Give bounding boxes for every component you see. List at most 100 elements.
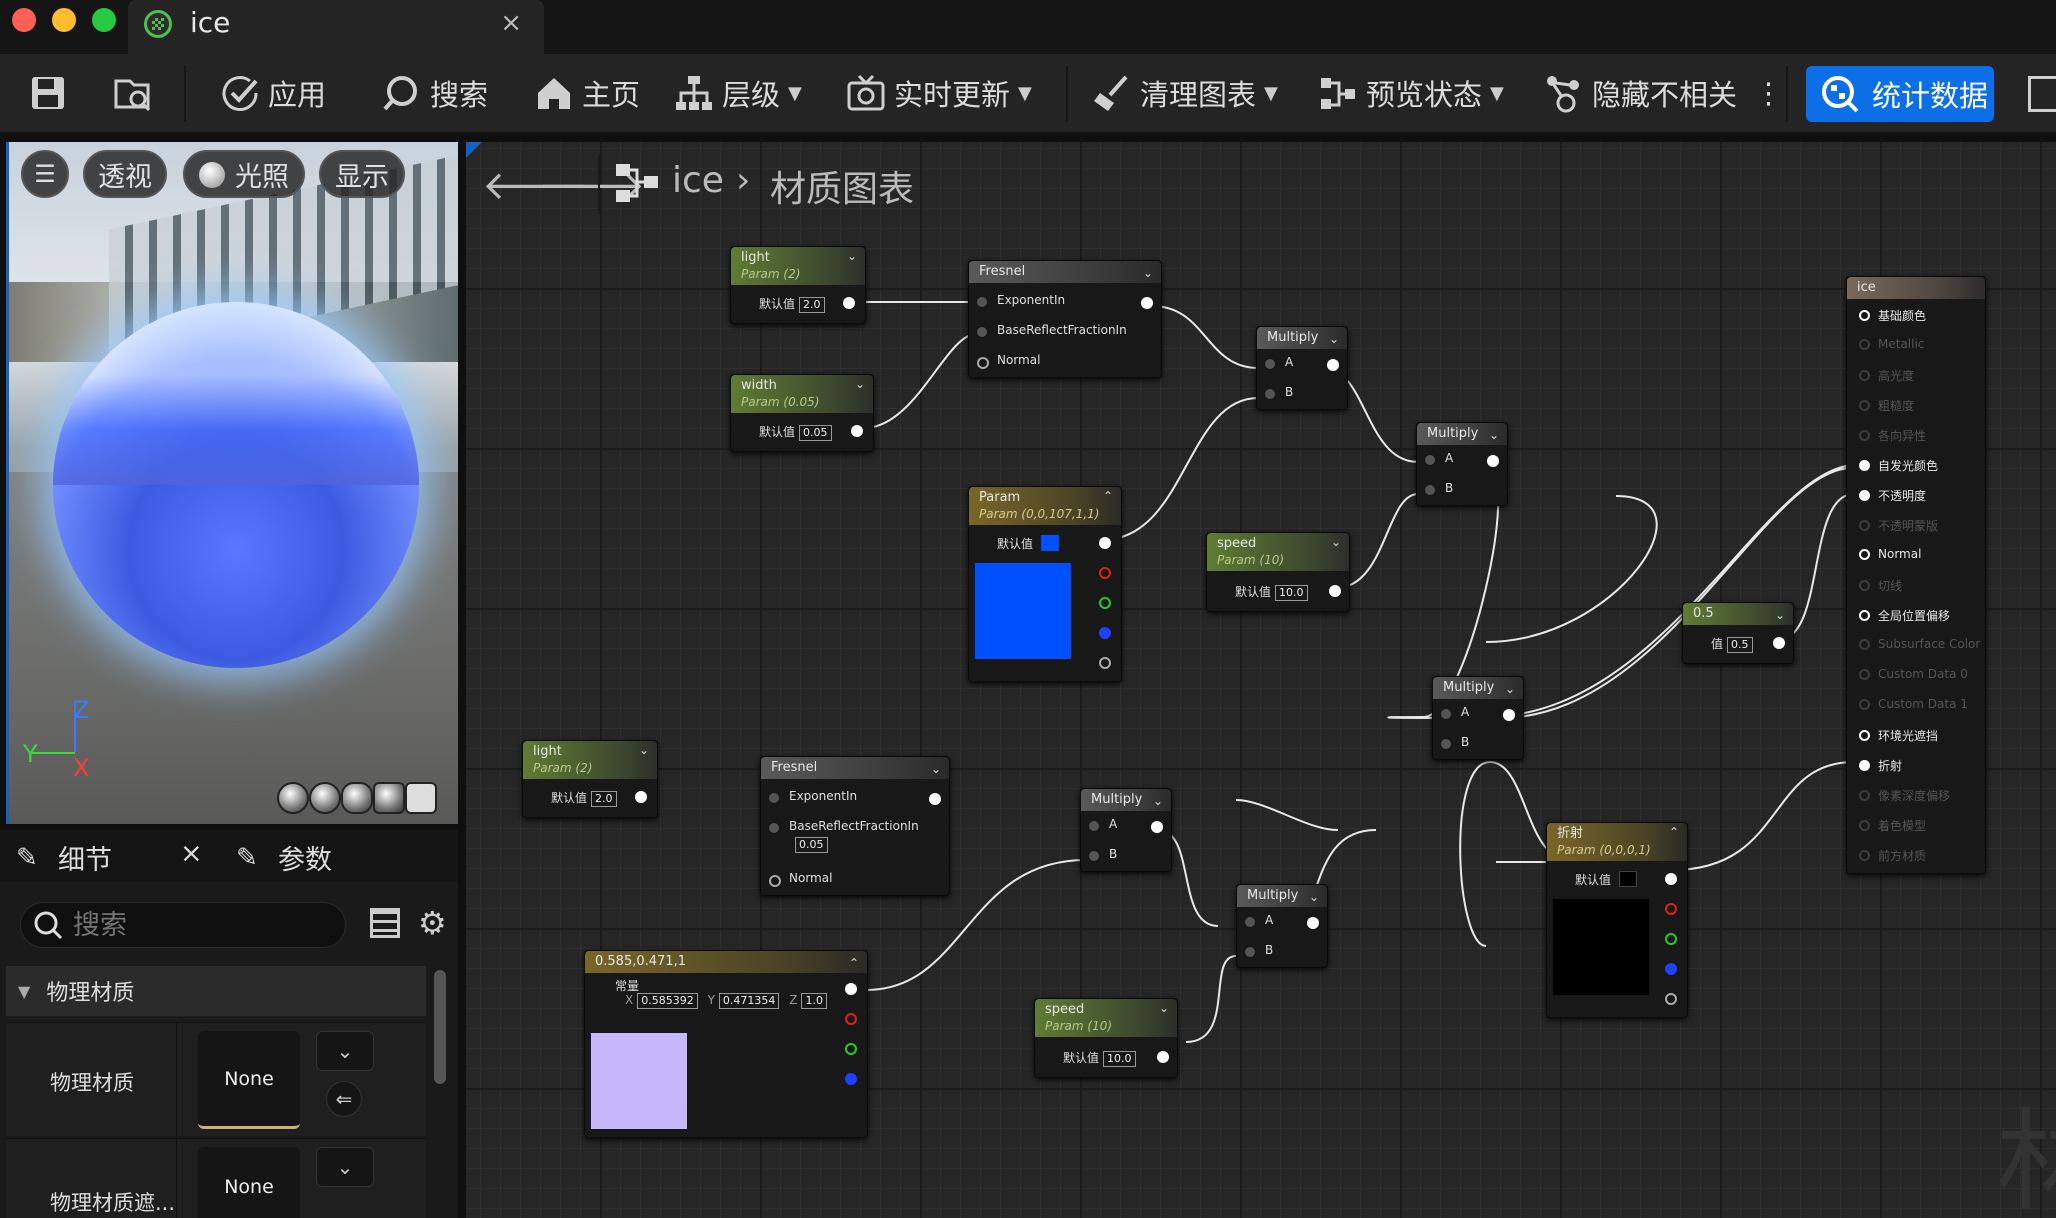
input-pin[interactable]	[977, 327, 987, 337]
output-pin-a[interactable]	[1099, 657, 1111, 669]
input-pin-a[interactable]	[1441, 709, 1451, 719]
chevron-down-icon[interactable]: ⌄	[1504, 682, 1515, 696]
output-pin-g[interactable]	[1665, 933, 1677, 945]
chevron-down-icon[interactable]: ⌄	[846, 249, 857, 263]
breadcrumb-root[interactable]: ice	[672, 160, 724, 201]
value-field[interactable]: 0.05	[795, 837, 828, 853]
output-pin[interactable]	[1487, 455, 1499, 467]
output-pin-g[interactable]	[1099, 597, 1111, 609]
output-pin-b[interactable]	[1665, 963, 1677, 975]
chevron-down-icon[interactable]: ⌄	[1774, 608, 1785, 622]
result-pin-row[interactable]: Metallic	[1859, 337, 1924, 351]
property-value[interactable]: None	[198, 1031, 300, 1129]
result-input-pin[interactable]	[1859, 400, 1870, 411]
result-input-pin[interactable]	[1859, 548, 1870, 560]
gear-icon[interactable]: ⚙	[418, 904, 447, 942]
result-pin-row[interactable]: 折射	[1859, 757, 1902, 774]
details-search-box[interactable]	[20, 902, 346, 948]
chevron-down-icon[interactable]: ⌄	[638, 743, 649, 757]
input-pin-a[interactable]	[1245, 917, 1255, 927]
node-multiply[interactable]: Multiply⌄ A B	[1236, 884, 1328, 968]
value-field[interactable]: 10.0	[1275, 585, 1308, 601]
input-pin-b[interactable]	[1089, 851, 1099, 861]
input-pin-a[interactable]	[1089, 821, 1099, 831]
chevron-down-icon[interactable]: ⌄	[1308, 890, 1319, 904]
material-preview-viewport[interactable]: ☰ 透视 光照 显示 Z Y X	[6, 142, 458, 824]
output-pin[interactable]	[1157, 1051, 1169, 1063]
input-pin-a[interactable]	[1265, 359, 1275, 369]
result-pin-row[interactable]: Custom Data 1	[1859, 697, 1968, 711]
details-search-input[interactable]	[73, 909, 313, 941]
preview-sphere-button[interactable]	[309, 782, 341, 814]
result-pin-row[interactable]: 切线	[1859, 577, 1902, 594]
perspective-button[interactable]: 透视	[83, 150, 167, 198]
chevron-down-icon[interactable]: ⌄	[1142, 266, 1153, 280]
chevron-down-icon[interactable]: ⌄	[1158, 1001, 1169, 1015]
output-pin[interactable]	[635, 791, 647, 803]
tab-parameters[interactable]: ✎ 参数	[236, 838, 332, 877]
preview-cylinder-button[interactable]	[277, 782, 309, 814]
chevron-down-icon[interactable]: ⌄	[854, 377, 865, 391]
browse-button[interactable]	[112, 68, 160, 118]
value-field[interactable]: 10.0	[1103, 1051, 1136, 1067]
x-field[interactable]: 0.585392	[637, 993, 698, 1009]
input-pin[interactable]	[977, 357, 989, 369]
tab-details-close-icon[interactable]: ×	[180, 838, 203, 869]
category-physical-material[interactable]: ▼ 物理材质	[6, 966, 426, 1016]
result-input-pin[interactable]	[1859, 668, 1870, 680]
live-update-dropdown[interactable]: 实时更新 ▼	[846, 68, 1032, 118]
output-pin-r[interactable]	[845, 1013, 857, 1025]
node-multiply[interactable]: Multiply⌄ A B	[1432, 676, 1524, 760]
node-multiply[interactable]: Multiply⌄ A B	[1080, 788, 1172, 872]
overflow-panel-icon[interactable]	[2028, 76, 2056, 112]
input-pin-b[interactable]	[1245, 947, 1255, 957]
hierarchy-dropdown[interactable]: 层级 ▼	[674, 68, 802, 118]
input-pin-b[interactable]	[1425, 485, 1435, 495]
value-field[interactable]: 2.0	[591, 791, 617, 807]
result-input-pin[interactable]	[1859, 370, 1870, 381]
output-pin-r[interactable]	[1099, 567, 1111, 579]
color-swatch-small[interactable]	[1041, 535, 1059, 551]
input-pin[interactable]	[977, 297, 987, 307]
hide-unrelated-button[interactable]: 隐藏不相关	[1544, 68, 1737, 118]
result-input-pin[interactable]	[1859, 580, 1870, 591]
apply-button[interactable]: 应用	[220, 68, 326, 118]
output-pin-rgba[interactable]	[1665, 873, 1677, 885]
close-window-button[interactable]	[12, 8, 36, 32]
result-pin-row[interactable]: 不透明度	[1859, 487, 1926, 504]
output-pin-g[interactable]	[845, 1043, 857, 1055]
result-pin-row[interactable]: 基础颜色	[1859, 307, 1926, 324]
output-pin[interactable]	[1327, 359, 1339, 371]
output-pin-b[interactable]	[845, 1073, 857, 1085]
result-pin-row[interactable]: 像素深度偏移	[1859, 787, 1950, 804]
statistics-button[interactable]: 统计数据	[1806, 66, 1994, 122]
output-pin[interactable]	[1503, 709, 1515, 721]
input-pin-b[interactable]	[1441, 739, 1451, 749]
output-pin[interactable]	[1329, 585, 1341, 597]
output-pin-r[interactable]	[1665, 903, 1677, 915]
z-field[interactable]: 1.0	[801, 993, 827, 1009]
preview-state-dropdown[interactable]: 预览状态 ▼	[1318, 68, 1504, 118]
result-pin-row[interactable]: Normal	[1859, 547, 1921, 561]
property-dropdown-chevron-icon[interactable]: ⌄	[316, 1147, 374, 1187]
result-pin-row[interactable]: 环境光遮挡	[1859, 727, 1938, 744]
home-button[interactable]: 主页	[534, 68, 640, 118]
result-pin-row[interactable]: 前方材质	[1859, 847, 1926, 864]
result-input-pin[interactable]	[1859, 790, 1870, 801]
result-input-pin[interactable]	[1859, 490, 1870, 501]
input-pin-a[interactable]	[1425, 455, 1435, 465]
result-input-pin[interactable]	[1859, 610, 1870, 621]
back-arrow-icon[interactable]: 🡐	[482, 163, 590, 209]
chevron-up-icon[interactable]: ⌃	[1102, 489, 1113, 503]
result-pin-row[interactable]: Subsurface Color	[1859, 637, 1980, 651]
preview-cube-button[interactable]	[373, 782, 405, 814]
property-value[interactable]: None	[198, 1147, 300, 1218]
output-pin[interactable]	[843, 297, 855, 309]
